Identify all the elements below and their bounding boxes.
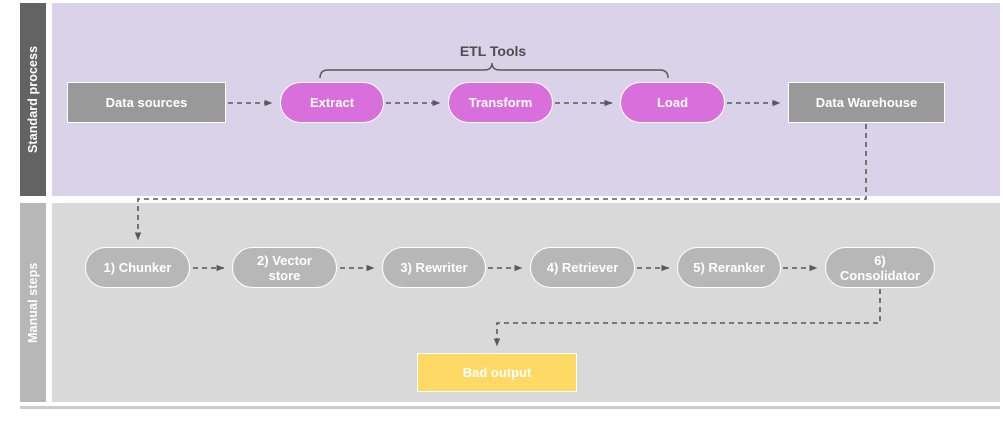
node-consolidator-label-line2: Consolidator bbox=[839, 267, 921, 283]
node-bad-output[interactable]: Bad output bbox=[417, 353, 577, 392]
node-transform[interactable]: Transform bbox=[448, 82, 553, 123]
node-reranker-label: 5) Reranker bbox=[693, 260, 765, 275]
node-load-label: Load bbox=[656, 95, 689, 110]
node-retriever[interactable]: 4) Retriever bbox=[530, 247, 635, 288]
node-extract[interactable]: Extract bbox=[280, 82, 384, 123]
node-vector-store-label: 2) Vector store bbox=[257, 253, 312, 283]
node-retriever-label: 4) Retriever bbox=[546, 260, 619, 275]
etl-tools-label: ETL Tools bbox=[459, 43, 527, 59]
node-rewriter[interactable]: 3) Rewriter bbox=[382, 247, 486, 288]
node-chunker[interactable]: 1) Chunker bbox=[85, 247, 190, 288]
node-chunker-label: 1) Chunker bbox=[103, 260, 172, 275]
node-data-warehouse-label: Data Warehouse bbox=[815, 95, 918, 110]
node-vector-store[interactable]: 2) Vector store bbox=[232, 247, 337, 288]
bottom-divider bbox=[20, 406, 1000, 409]
lane-header-manual-steps: Manual steps bbox=[20, 203, 46, 402]
lane-header-standard-process: Standard process bbox=[20, 3, 46, 196]
node-bad-output-label: Bad output bbox=[462, 365, 532, 380]
node-vector-store-label-line2: store bbox=[268, 267, 301, 283]
node-consolidator-label-line1: 6) bbox=[874, 252, 886, 268]
node-reranker[interactable]: 5) Reranker bbox=[677, 247, 781, 288]
node-load[interactable]: Load bbox=[620, 82, 725, 123]
lane-header-standard-process-label: Standard process bbox=[26, 45, 40, 154]
node-consolidator[interactable]: 6) Consolidator bbox=[825, 247, 935, 288]
node-data-sources-label: Data sources bbox=[105, 95, 188, 110]
node-transform-label: Transform bbox=[468, 95, 533, 110]
node-extract-label: Extract bbox=[309, 95, 355, 110]
node-data-sources[interactable]: Data sources bbox=[67, 82, 226, 123]
lane-header-manual-steps-label: Manual steps bbox=[26, 262, 40, 343]
node-vector-store-label-line1: 2) Vector bbox=[257, 252, 312, 268]
node-rewriter-label: 3) Rewriter bbox=[400, 260, 468, 275]
node-consolidator-label: 6) Consolidator bbox=[840, 253, 920, 283]
node-data-warehouse[interactable]: Data Warehouse bbox=[788, 82, 945, 123]
